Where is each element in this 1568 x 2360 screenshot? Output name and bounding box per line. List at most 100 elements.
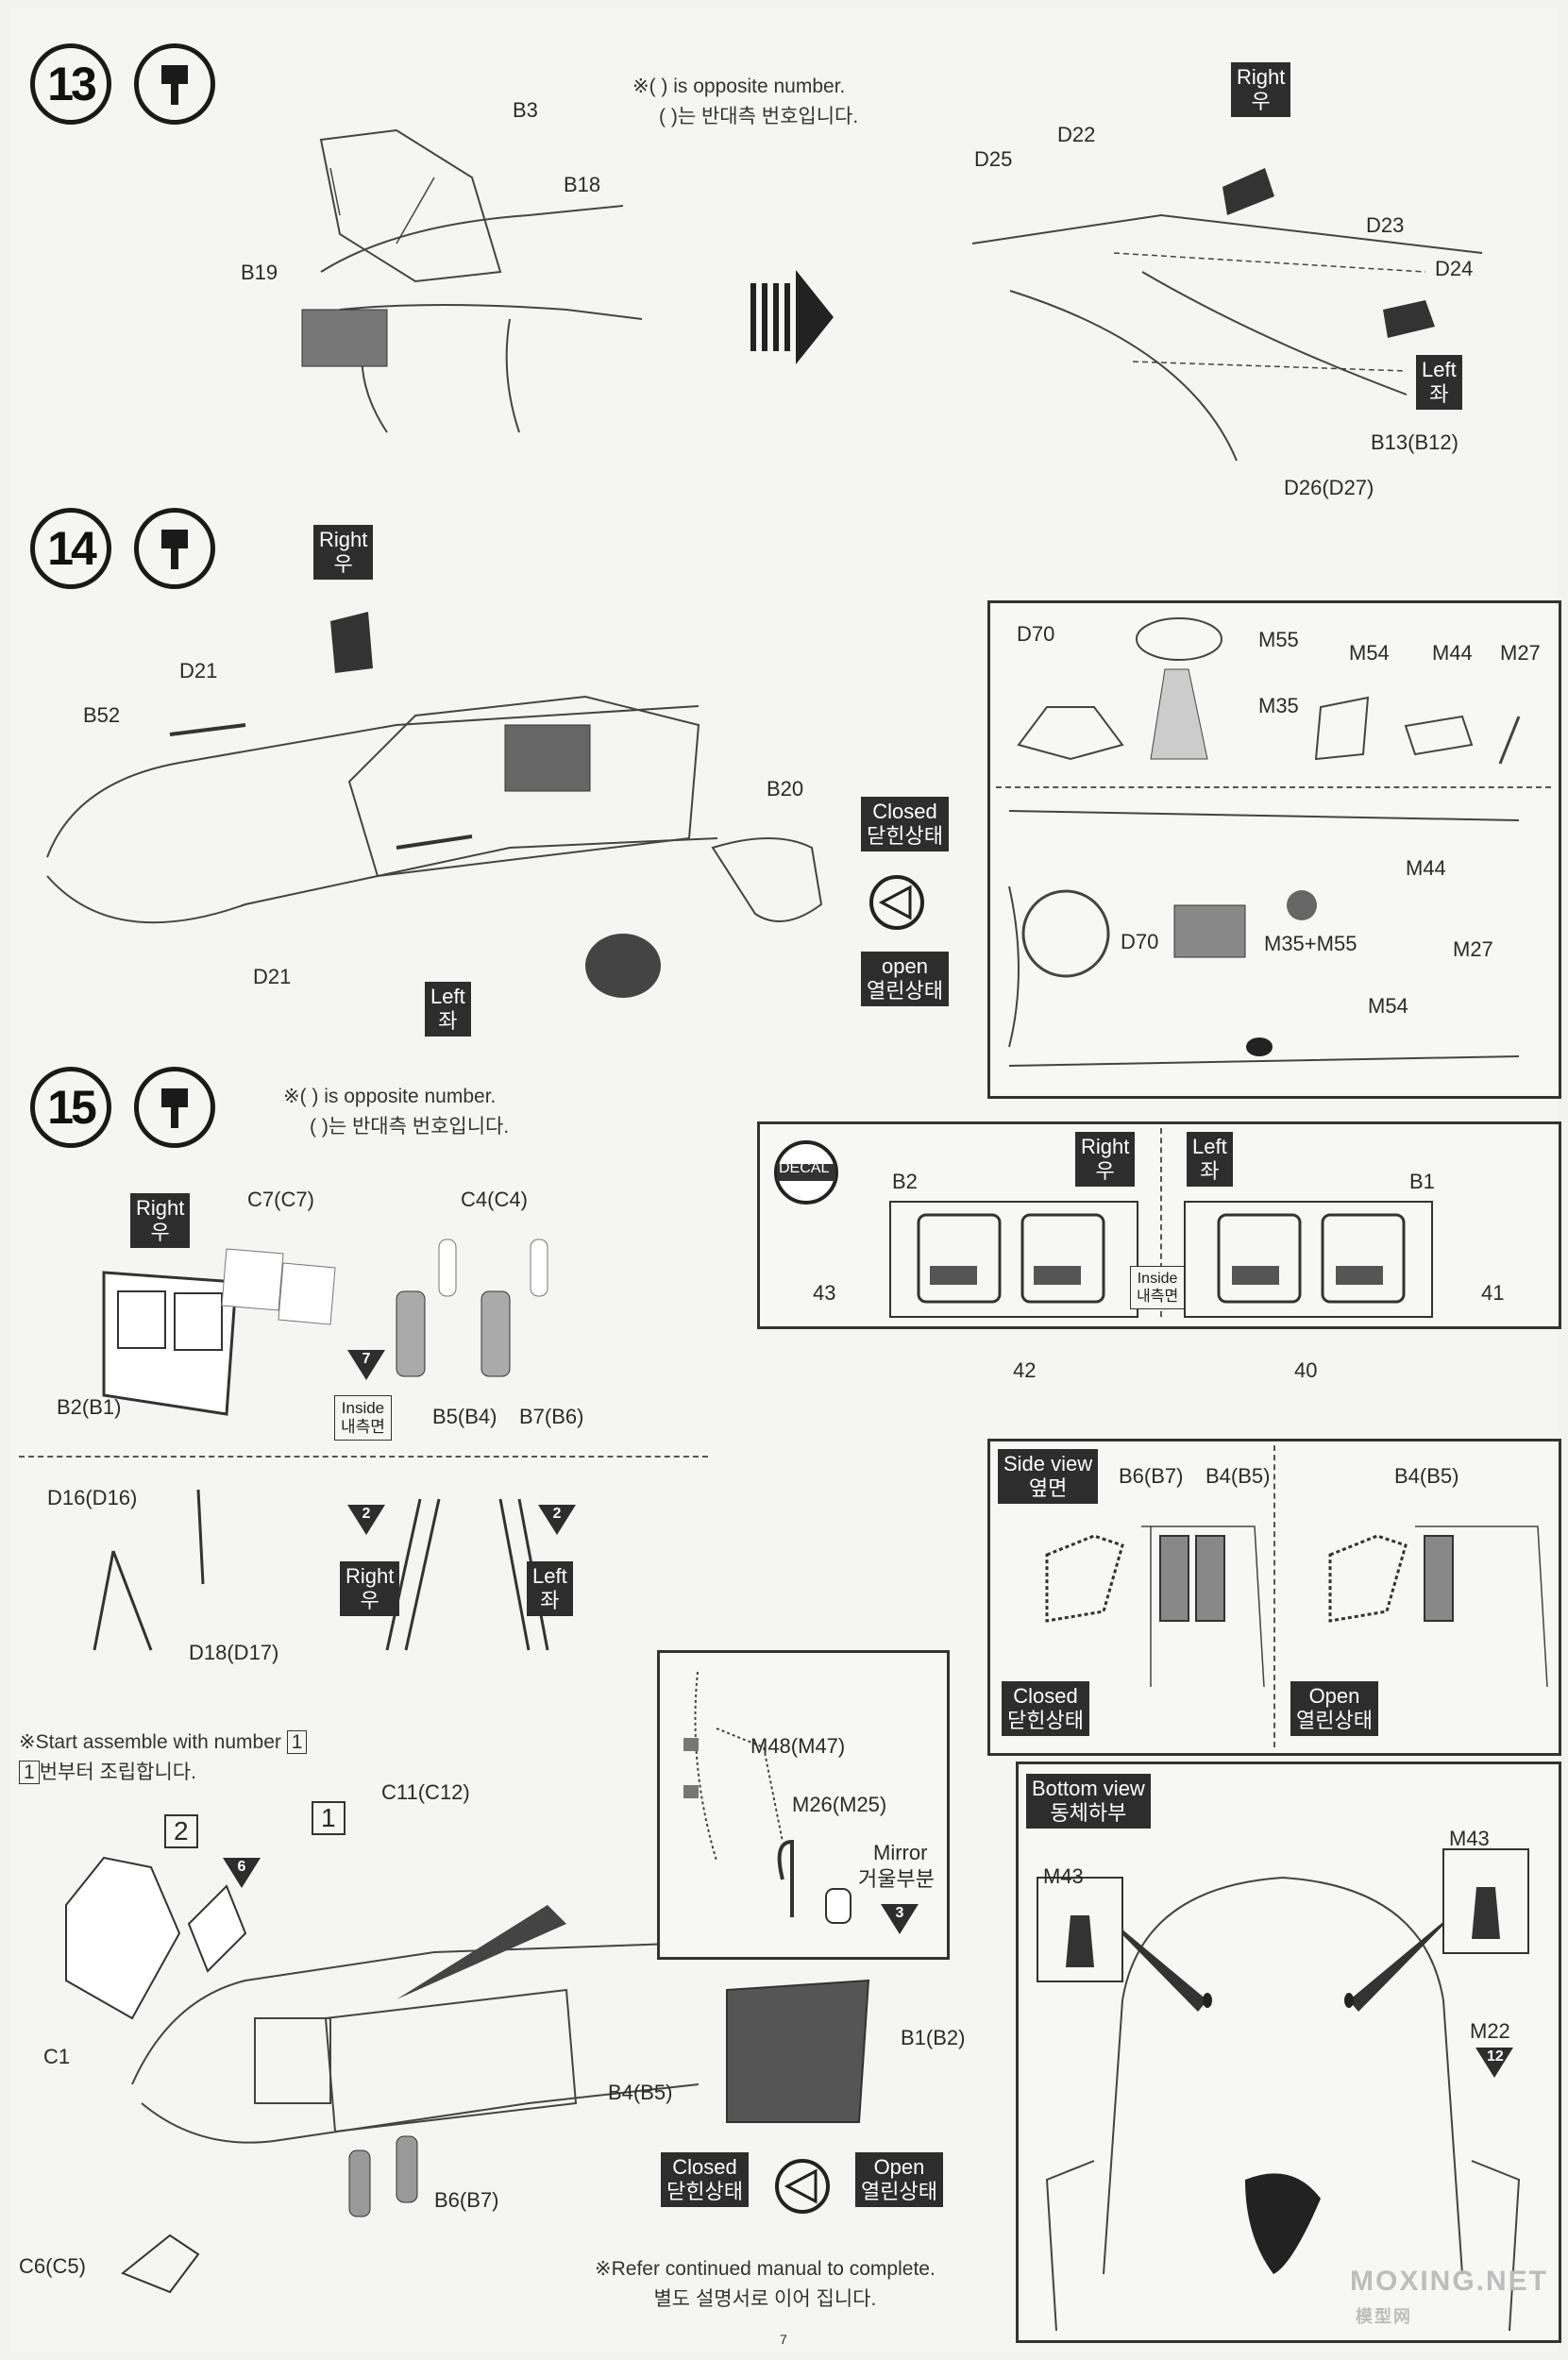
- label-M22: M22: [1470, 2019, 1510, 2043]
- cement-icon: [134, 1067, 215, 1148]
- label-D18-D17: D18(D17): [189, 1641, 279, 1664]
- label-B4-B5-open: B4(B5): [1394, 1464, 1459, 1488]
- badge-3: 3: [881, 1904, 919, 1934]
- step-14-number: 14: [30, 508, 111, 589]
- label-D24: D24: [1435, 257, 1474, 280]
- label-M54-top: M54: [1349, 641, 1390, 665]
- label-C6-C5: C6(C5): [19, 2254, 86, 2278]
- label-D23: D23: [1366, 213, 1405, 237]
- step-14-fuselage-drawing: [46, 612, 823, 998]
- watermark-sub: 模型网: [1356, 2307, 1412, 2326]
- label-C1: C1: [43, 2045, 71, 2068]
- decal-icon: [774, 1140, 838, 1205]
- label-B4-B5: B4(B5): [608, 2081, 673, 2104]
- badge-2-left: 2: [538, 1505, 576, 1535]
- step-box-2: 2: [164, 1814, 198, 1848]
- label-M55: M55: [1258, 628, 1299, 651]
- step-15-door-parts-drawing: [102, 1239, 548, 1416]
- label-D21-bottom: D21: [253, 965, 292, 988]
- label-M27-top: M27: [1500, 641, 1541, 665]
- mirror-detail-drawing: [683, 1671, 851, 1924]
- label-B6-B7-side: B6(B7): [1119, 1464, 1184, 1488]
- label-B5-B4: B5(B4): [432, 1405, 497, 1428]
- label-40: 40: [1294, 1358, 1318, 1382]
- label-D21-top: D21: [179, 659, 218, 683]
- label-B1-decal: B1: [1409, 1170, 1435, 1193]
- page-number: 7: [780, 2332, 787, 2347]
- label-M27-bottom: M27: [1453, 937, 1493, 961]
- divider: [996, 786, 1551, 788]
- label-M54-bottom: M54: [1368, 994, 1408, 1018]
- label-M43-left: M43: [1043, 1864, 1084, 1888]
- label-M43-right: M43: [1449, 1827, 1490, 1850]
- instruction-page: 13 ※( ) is opposite number. ( )는 반대측 번호입…: [9, 8, 1561, 2352]
- label-B6-B7: B6(B7): [434, 2188, 499, 2212]
- label-M44-top: M44: [1432, 641, 1473, 665]
- label-B7-B6: B7(B6): [519, 1405, 584, 1428]
- divider: [1273, 1445, 1275, 1747]
- label-M35: M35: [1258, 694, 1299, 717]
- label-M26-M25: M26(M25): [792, 1793, 887, 1816]
- step-13-tail-drawing: [971, 168, 1483, 462]
- step-15-divider: [19, 1456, 708, 1458]
- badge-12: 12: [1475, 2048, 1513, 2078]
- label-M35-M55: M35+M55: [1264, 932, 1357, 955]
- step-13-number: 13: [30, 43, 111, 125]
- label-B19: B19: [241, 261, 278, 284]
- refer-note: ※Refer continued manual to complete. 별도 …: [595, 2258, 936, 2310]
- label-B18: B18: [564, 173, 601, 196]
- side-view-drawing: [1045, 1526, 1548, 1688]
- cement-icon: [134, 508, 215, 589]
- label-B2-B1: B2(B1): [57, 1395, 122, 1419]
- detail-parts-drawing: [1008, 617, 1521, 1067]
- label-D70-bottom: D70: [1121, 930, 1159, 953]
- label-D70-top: D70: [1017, 622, 1055, 646]
- label-43: 43: [813, 1281, 836, 1305]
- label-M48-M47: M48(M47): [750, 1734, 846, 1758]
- step-15-sliding-door-rails-drawing: [93, 1489, 549, 1651]
- label-D26-D27: D26(D27): [1284, 476, 1374, 499]
- label-B20: B20: [767, 777, 804, 801]
- badge-6: 6: [223, 1858, 261, 1888]
- step-14-detail-box: D70 M55 M35 M54 M44 M27 M44 D70 M35+M55 …: [987, 600, 1561, 1099]
- badge-7: 7: [347, 1350, 385, 1380]
- step-15-number: 15: [30, 1067, 111, 1148]
- decal-windows-drawing: [889, 1201, 1433, 1318]
- decal-label: DECAL: [779, 1160, 830, 1176]
- step-13-fuselage-drawing: [301, 128, 643, 433]
- label-B1-B2: B1(B2): [901, 2026, 966, 2049]
- label-D25: D25: [974, 147, 1013, 171]
- opposite-note-13: ※( ) is opposite number. ( )는 반대측 번호입니다.: [632, 76, 859, 127]
- open-close-icon: [869, 875, 924, 930]
- open-close-icon: [775, 2159, 830, 2214]
- label-D16: D16(D16): [47, 1486, 138, 1509]
- label-B52: B52: [83, 703, 121, 727]
- label-B4-B5-side: B4(B5): [1206, 1464, 1271, 1488]
- label-42: 42: [1013, 1358, 1037, 1382]
- label-C11-C12: C11(C12): [381, 1780, 470, 1804]
- label-D22: D22: [1057, 123, 1096, 146]
